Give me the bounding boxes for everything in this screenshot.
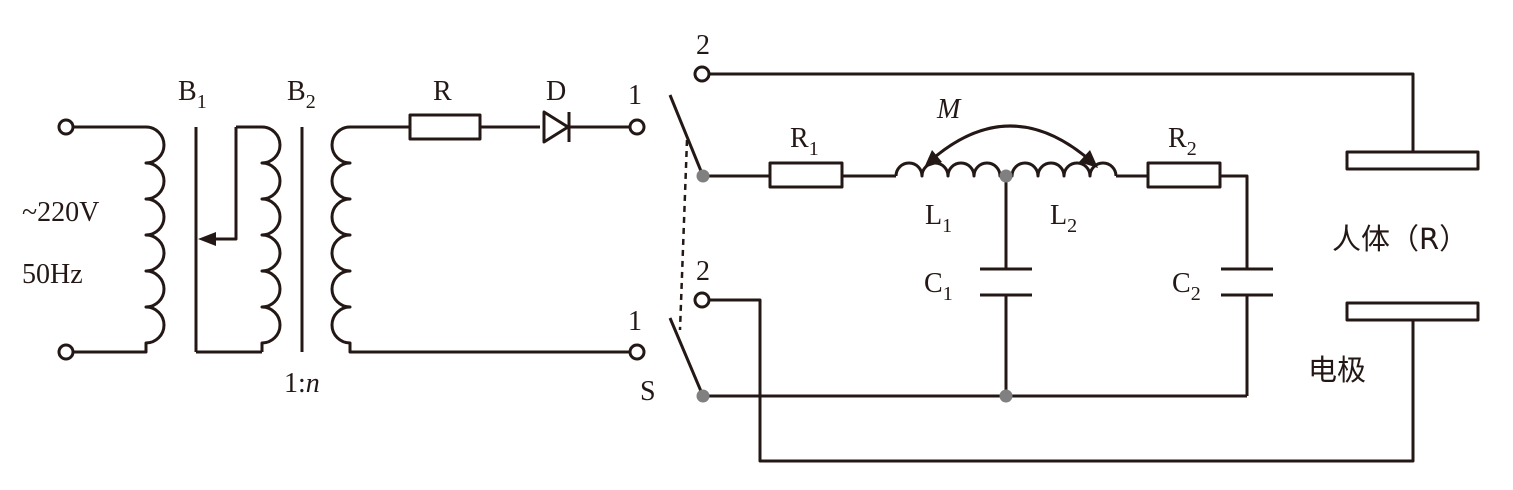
resistor-r <box>408 113 482 141</box>
inductor-l1 <box>894 161 1006 178</box>
switch-bottom-blade <box>668 317 705 397</box>
source-terminal-bottom <box>57 343 75 361</box>
top-electrode-plate <box>1345 150 1480 171</box>
capacitor-c2-label: C2 <box>1172 268 1201 305</box>
switch-top-2-label: 2 <box>696 30 710 61</box>
b1-slider-arrow <box>198 127 238 246</box>
autotransformer-b1 <box>73 125 262 354</box>
resistor-r1 <box>768 161 844 189</box>
junction-dot-inductors <box>999 169 1013 183</box>
switch-bottom-terminal-1 <box>628 343 646 361</box>
resistor-r1-label: R1 <box>790 123 819 160</box>
switch-top-terminal-2 <box>693 65 711 83</box>
switch-top-terminal-1 <box>628 118 646 136</box>
resistor-r-label: R <box>433 76 452 107</box>
source-terminal-top <box>57 118 75 136</box>
transformer-b2 <box>236 125 630 354</box>
switch-bottom-1-label: 1 <box>628 306 642 337</box>
inductor-l1-label: L1 <box>925 200 952 237</box>
source-frequency-label: 50Hz <box>22 259 83 290</box>
switch-top-blade <box>668 94 705 177</box>
wire-to-bottom-electrode <box>709 298 1415 463</box>
inductor-l2-label: L2 <box>1050 200 1077 237</box>
wire-to-top-electrode <box>709 72 1415 152</box>
bottom-electrode-plate <box>1345 301 1480 322</box>
source-voltage-label: ~220V <box>22 197 99 228</box>
resistor-r2-label: R2 <box>1168 123 1197 160</box>
switch-bottom-2-label: 2 <box>696 256 710 287</box>
mutual-inductance-label: M <box>936 94 962 125</box>
resistor-r2 <box>1146 161 1222 189</box>
switch-s-label: S <box>640 376 656 407</box>
diode-d <box>542 110 571 144</box>
capacitor-c1 <box>980 267 1032 297</box>
switch-gang-link <box>678 139 689 331</box>
electrode-label: 电极 <box>1308 353 1366 387</box>
human-body-label: 人体（R） <box>1332 222 1468 256</box>
diode-d-label: D <box>546 76 566 107</box>
turns-ratio-label: 1:n <box>284 368 320 399</box>
junction-dot-switch-top <box>696 169 710 183</box>
capacitor-c1-label: C1 <box>924 268 953 305</box>
inductor-l2 <box>1006 161 1118 178</box>
junction-dot-switch-bottom <box>696 389 710 403</box>
mutual-inductance-arrow <box>924 124 1098 168</box>
b1-label: B1 <box>178 76 207 113</box>
capacitor-c2 <box>1221 267 1273 297</box>
b2-label: B2 <box>287 76 316 113</box>
switch-bottom-terminal-2 <box>693 291 711 309</box>
switch-top-1-label: 1 <box>628 80 642 111</box>
junction-dot-bottom <box>999 389 1013 403</box>
